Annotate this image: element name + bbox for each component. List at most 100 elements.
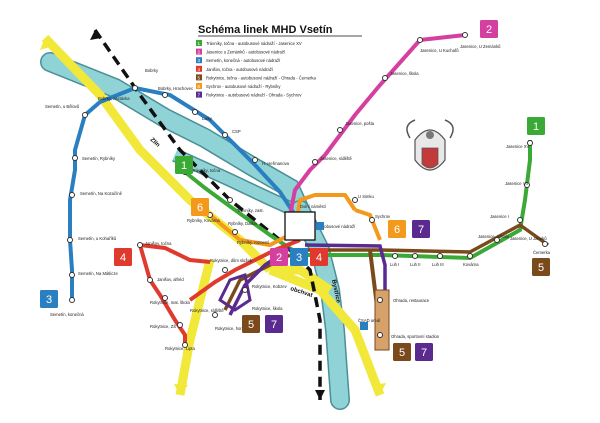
stop[interactable] (227, 197, 233, 203)
road-label-zlin: Zlín (149, 137, 161, 149)
stop[interactable] (437, 253, 443, 259)
stop[interactable] (232, 229, 238, 235)
stop[interactable] (242, 287, 248, 293)
stop[interactable] (132, 85, 138, 91)
line-badge-2[interactable]: 2 (270, 248, 288, 266)
stop[interactable] (192, 109, 198, 115)
line-badge-number: 2 (486, 24, 492, 36)
stop-label: Rokytnice, hor. vizst. (215, 326, 253, 331)
legend-swatch (196, 57, 202, 64)
stop[interactable] (542, 241, 548, 247)
legend-entry: Jasenice u Zemánků - autobusové nádraží (206, 50, 286, 55)
stop[interactable] (524, 182, 530, 188)
line-badge-1[interactable]: 1 (175, 156, 193, 174)
bus-station-hub[interactable] (284, 211, 316, 241)
railway (90, 29, 325, 400)
stop[interactable] (517, 217, 523, 223)
stop[interactable] (377, 297, 383, 303)
stop[interactable] (212, 312, 218, 318)
stop[interactable] (369, 217, 375, 223)
stop[interactable] (162, 295, 168, 301)
stop-label: Bobrky (145, 68, 159, 73)
line-badge-7[interactable]: 7 (412, 220, 430, 238)
stop-label: Čemerka (533, 250, 551, 255)
stop[interactable] (69, 297, 75, 303)
line-badge-5[interactable]: 5 (393, 343, 411, 361)
stop[interactable] (222, 267, 228, 273)
stop-label: Rokytnice, Lipta (165, 346, 195, 351)
line-badge-3[interactable]: 3 (40, 290, 58, 308)
line-badge-number: 2 (276, 252, 282, 264)
line-badge-5[interactable]: 5 (532, 258, 550, 276)
stop-label: Ohrada, sportovní stadion (391, 334, 440, 339)
stop[interactable] (182, 342, 188, 348)
stop[interactable] (162, 92, 168, 98)
line-badge-number: 1 (533, 121, 539, 133)
stop[interactable] (412, 253, 418, 259)
stop[interactable] (377, 332, 383, 338)
stop[interactable] (252, 157, 258, 163)
stop[interactable] (69, 192, 75, 198)
stop[interactable] (494, 237, 500, 243)
stop-label: Semetín, Rybníky (82, 156, 116, 161)
stop[interactable] (392, 253, 398, 259)
legend-entry: Rokytnice, točna - autobusové nádraží - … (206, 75, 317, 80)
rail-arrow-south-icon (315, 390, 325, 400)
stop[interactable] (72, 155, 78, 161)
stop[interactable] (337, 127, 343, 133)
stop-label: Semetín, konečná (50, 312, 84, 317)
stop[interactable] (417, 37, 423, 43)
stop[interactable] (462, 32, 468, 38)
stop[interactable] (69, 272, 75, 278)
line-badge-number: 3 (46, 294, 52, 306)
legend-swatch (196, 65, 202, 72)
line-badge-1[interactable]: 1 (527, 117, 545, 135)
line-badge-number: 5 (538, 262, 544, 274)
road-label-bystrice: Bystřice (330, 279, 341, 304)
stop[interactable] (82, 112, 88, 118)
line-badge-number: 4 (316, 252, 322, 264)
stop[interactable] (177, 322, 183, 328)
legend-number: 4 (198, 67, 201, 72)
line-badge-4[interactable]: 4 (310, 248, 328, 266)
stop-label: Rybníky, rozcestí (237, 240, 270, 245)
legend-number: 5 (198, 75, 201, 80)
page-title: Schéma linek MHD Vsetín (198, 24, 333, 36)
stop-label: Dolní náměstí (300, 204, 327, 209)
road-arrow-hrozenkov-icon (174, 384, 188, 395)
line-badge-2[interactable]: 2 (480, 20, 498, 38)
line-badge-7[interactable]: 7 (265, 315, 283, 333)
stop[interactable] (312, 159, 318, 165)
stop-label: Semetín, u Bělovů (45, 104, 80, 109)
line-badge-6[interactable]: 6 (388, 220, 406, 238)
stop-label: Jasenice, U Kuchařů (420, 48, 459, 53)
stop[interactable] (527, 140, 533, 146)
line-badge-6[interactable]: 6 (191, 198, 209, 216)
line-badge-number: 4 (120, 252, 126, 264)
legend-swatch (196, 48, 202, 55)
stop-label: Rokytnice, škola (252, 306, 283, 311)
line-badge-4[interactable]: 4 (114, 248, 132, 266)
stop-label: Janišov, točna (145, 241, 172, 246)
stop-label: Autobusové nádraží (318, 224, 356, 229)
legend-number: 6 (198, 84, 201, 89)
stop[interactable] (352, 197, 358, 203)
stop[interactable] (67, 237, 73, 243)
stop-label: Jasenice, Clinski (478, 234, 509, 239)
legend-swatch (196, 83, 202, 89)
stop[interactable] (147, 277, 153, 283)
line-badge-7[interactable]: 7 (415, 343, 433, 361)
legend-number: 1 (198, 41, 201, 46)
stop[interactable] (222, 132, 228, 138)
bus-station-icon (316, 222, 368, 330)
line-badge-3[interactable]: 3 (290, 248, 308, 266)
stop[interactable] (382, 75, 388, 81)
legend-swatch (196, 40, 202, 46)
stop-label: Jasenice, U Zemánků (460, 44, 501, 49)
stop[interactable] (137, 242, 143, 248)
line-badge-5[interactable]: 5 (242, 315, 260, 333)
stop[interactable] (467, 253, 473, 259)
stop-label: Rokytnice, ZŠ (150, 324, 176, 329)
